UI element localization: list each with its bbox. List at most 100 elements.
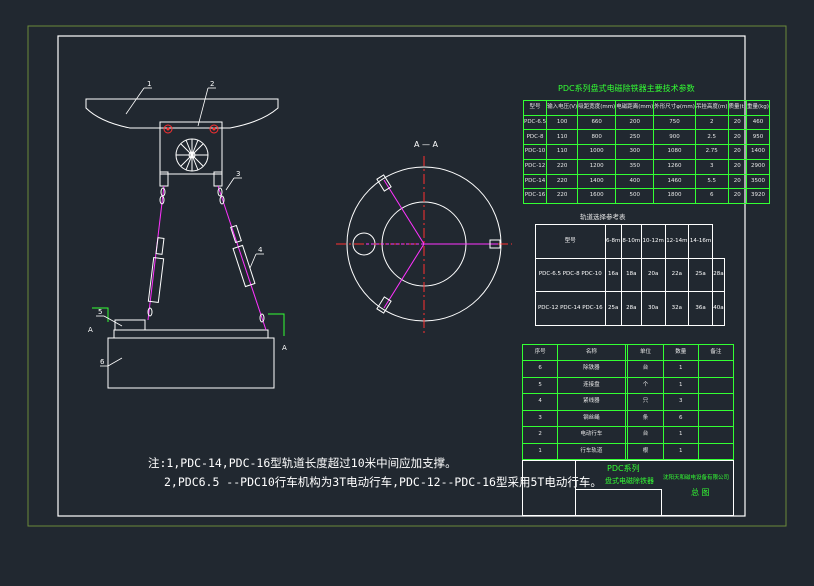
spec_table-cell: 500 — [615, 188, 655, 204]
parts_table-cell — [697, 409, 735, 428]
parts_table-cell: 1 — [662, 426, 699, 444]
spec_table-header-cell: 吊挂高度(m) — [694, 100, 729, 116]
parts_table-cell — [697, 426, 735, 444]
title-drawing-type: 总 图 — [691, 488, 710, 497]
parts_table-cell — [697, 360, 735, 378]
parts_table-cell: 6 — [662, 409, 699, 428]
rail_table-cell: PDC-12 PDC-14 PDC-16 — [535, 291, 606, 326]
rail_table-cell: 16a — [604, 257, 622, 293]
spec_table-cell: 1460 — [653, 173, 696, 190]
parts_table-cell — [697, 393, 735, 411]
title-block: PDC系列 盘式电磁除铁器 沈阳天和磁电设备有限公司 总 图 — [522, 460, 734, 516]
rail_table-cell: 22a — [664, 257, 690, 293]
spec_table-cell: 200 — [615, 114, 655, 131]
rail_table-header-cell: 14-16m — [688, 224, 713, 259]
spec_table-cell: 2 — [694, 114, 729, 131]
spec_table-header-cell: 重量(kg) — [745, 100, 770, 116]
section-label: A — A — [414, 140, 439, 149]
parts_table-header-cell: 数量 — [662, 343, 699, 362]
spec-table-title: PDC系列盘式电磁除铁器主要技术参数 — [558, 84, 695, 93]
spec_table-cell: 20 — [727, 158, 747, 175]
title-block-left — [523, 461, 576, 515]
rail_table-header-cell: 型号 — [535, 224, 606, 259]
connection-plate — [114, 319, 146, 331]
spec_table-cell: 1080 — [653, 144, 696, 160]
callout-1: 1 — [147, 80, 151, 88]
parts_table-header-cell: 序号 — [521, 343, 559, 362]
parts_table-header-row: 序号名称单位数量备注 — [521, 343, 735, 362]
spec_table-cell: 950 — [745, 129, 770, 146]
spec_table-cell: PDC-16 — [522, 188, 548, 204]
section-mark-right: A — [282, 344, 287, 352]
rail_table-header-cell: 10-12m — [640, 224, 666, 259]
title-mid-grid — [575, 489, 662, 516]
parts_table-header-cell: 备注 — [697, 343, 735, 362]
spec_table-cell: 5.5 — [694, 173, 729, 190]
elevation-view — [85, 98, 285, 389]
spec_table-cell: PDC-12 — [522, 158, 548, 175]
rail_table-header-cell: 12-14m — [664, 224, 690, 259]
parts_table-cell: 1 — [662, 360, 699, 378]
spec_table-cell: 3920 — [745, 188, 770, 204]
parts_table-cell: 紧线器 — [557, 393, 626, 411]
parts_table-cell: 3 — [662, 393, 699, 411]
parts_table-cell: 条 — [627, 409, 664, 428]
spec_table-cell: 3 — [694, 158, 729, 175]
callout-4: 4 — [258, 246, 263, 254]
spec_table-header-cell: 输入电压(V) — [546, 100, 579, 116]
wire-ropes — [147, 185, 267, 331]
spec_table-cell: PDC-6.5 — [522, 114, 548, 131]
callout-5: 5 — [98, 308, 102, 316]
spec_table-cell: 660 — [577, 114, 617, 131]
trolley-body — [159, 121, 223, 175]
spec_table-cell: 110 — [546, 144, 579, 160]
spec_table-header-row: 型号输入电压(V)吸距宽度(mm)电磁距离(mm)外形尺寸φ(mm)吊挂高度(m… — [522, 100, 770, 116]
plan-view — [336, 156, 512, 334]
spec_table-cell: 300 — [615, 144, 655, 160]
spec_table-cell: 6 — [694, 188, 729, 204]
spec_table-cell: 2.75 — [694, 144, 729, 160]
callout-6: 6 — [100, 358, 105, 366]
parts_table-cell: 根 — [627, 442, 664, 461]
spec_table-cell: 20 — [727, 129, 747, 146]
parts_table-cell: 台 — [627, 360, 664, 378]
spec_table-cell: 220 — [546, 188, 579, 204]
trolley-wheel-right — [209, 124, 219, 134]
parts_table-cell: 连接盘 — [557, 376, 626, 395]
parts_table-cell: 2 — [521, 426, 559, 444]
spec_table-cell: PDC-14 — [522, 173, 548, 190]
rail_table-cell: 28a — [711, 257, 726, 293]
spec_table-cell: 1200 — [577, 158, 617, 175]
rail-beam — [85, 98, 279, 129]
rail_table-header-cell: 6-8m — [604, 224, 622, 259]
spec_table-cell: 220 — [546, 158, 579, 175]
spec_table-header-cell: 电磁距离(mm) — [615, 100, 655, 116]
parts_table-cell: 只 — [627, 393, 664, 411]
parts_table-cell: 个 — [627, 376, 664, 395]
rail_table-cell: 30a — [640, 291, 666, 326]
rail_table-cell: PDC-6.5 PDC-8 PDC-10 — [535, 257, 606, 293]
spec_table-cell: 350 — [615, 158, 655, 175]
parts_table-cell: 5 — [521, 376, 559, 395]
parts_table-header-cell: 单位 — [627, 343, 664, 362]
parts_table-cell: 6 — [521, 360, 559, 378]
spec_table-header-cell: 吸距宽度(mm) — [577, 100, 617, 116]
parts_table-cell — [697, 376, 735, 395]
spec-table: 型号输入电压(V)吸距宽度(mm)电磁距离(mm)外形尺寸φ(mm)吊挂高度(m… — [522, 100, 770, 204]
parts_table-cell: 1 — [662, 376, 699, 395]
title-company: 沈阳天和磁电设备有限公司 — [663, 475, 730, 481]
spec_table-cell: 460 — [745, 114, 770, 131]
